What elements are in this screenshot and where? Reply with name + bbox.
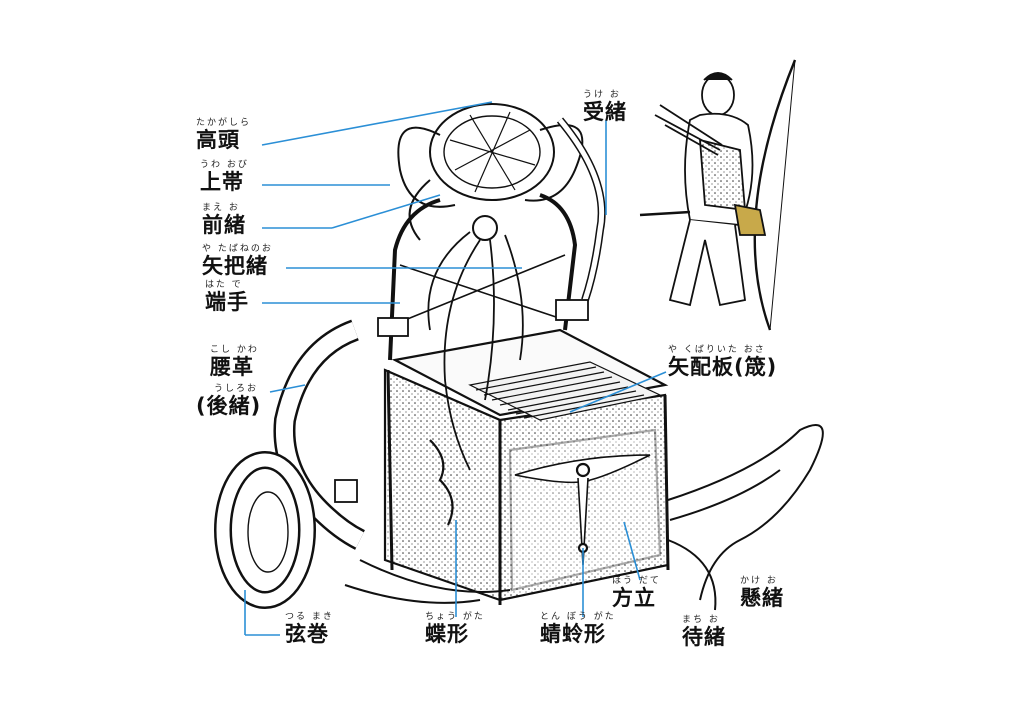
text-yakubariita: 矢配板(筬) bbox=[668, 355, 778, 379]
text-machio: 待緒 bbox=[682, 625, 726, 649]
label-yatabaneno: や たばねのお 矢把緒 bbox=[202, 244, 273, 278]
leader-houdate bbox=[623, 521, 641, 581]
leader-maeo-2 bbox=[331, 194, 441, 229]
ruby-tsurumaki: つる まき bbox=[285, 612, 334, 622]
ruby-ushiroo: うしろお bbox=[214, 384, 259, 394]
text-koshigawa: 腰革 bbox=[210, 355, 254, 379]
leader-koshigawa bbox=[269, 384, 306, 393]
long-cords bbox=[344, 424, 824, 611]
label-tsurumaki: つる まき 弦巻 bbox=[285, 612, 334, 646]
text-houdate: 方立 bbox=[612, 586, 656, 610]
text-chougata: 蝶形 bbox=[425, 622, 469, 646]
archer-figure bbox=[639, 59, 797, 331]
ruby-takagashira: たかがしら bbox=[196, 118, 252, 128]
text-yatabaneno: 矢把緒 bbox=[202, 254, 268, 278]
leader-lines bbox=[244, 101, 667, 636]
text-takagashira: 高頭 bbox=[196, 128, 240, 152]
text-maeo: 前緒 bbox=[202, 213, 246, 237]
label-yakubariita: や くばりいた おさ 矢配板(筬) bbox=[668, 345, 777, 379]
waist-leather bbox=[273, 319, 366, 550]
leader-yakubariita bbox=[569, 371, 667, 413]
ruby-ukeo: うけ お bbox=[583, 90, 621, 100]
text-ushiroo: (後緒) bbox=[196, 394, 262, 418]
text-hatade: 端手 bbox=[205, 290, 249, 314]
label-maeo: まえ お 前緒 bbox=[202, 203, 246, 237]
label-takagashira: たかがしら 高頭 bbox=[196, 118, 251, 152]
ruby-kakeo: かけ お bbox=[740, 576, 778, 586]
ruby-tonbougata: とん ぼう がた bbox=[540, 612, 616, 622]
text-tsurumaki: 弦巻 bbox=[285, 622, 329, 646]
label-ukeo: うけ お 受緒 bbox=[583, 90, 627, 124]
label-chougata: ちょう がた 蝶形 bbox=[425, 612, 485, 646]
ruby-hatade: はた で bbox=[205, 280, 243, 290]
ruby-uwaobi: うわ おび bbox=[200, 160, 249, 170]
label-kakeo: かけ お 懸緒 bbox=[740, 576, 784, 610]
ruby-maeo: まえ お bbox=[202, 203, 240, 213]
label-machio: まち お 待緒 bbox=[682, 615, 726, 649]
text-tonbougata: 蜻蛉形 bbox=[540, 622, 606, 646]
ruby-machio: まち お bbox=[682, 615, 720, 625]
label-hatade: はた で 端手 bbox=[205, 280, 249, 314]
label-uwaobi: うわ おび 上帯 bbox=[200, 160, 249, 194]
ruby-yatabaneno: や たばねのお bbox=[202, 244, 273, 254]
leader-takagashira bbox=[261, 101, 493, 146]
label-houdate: ほう だて 方立 bbox=[612, 576, 661, 610]
ruby-yakubariita: や くばりいた おさ bbox=[668, 345, 766, 355]
ruby-houdate: ほう だて bbox=[612, 576, 661, 586]
text-ukeo: 受緒 bbox=[583, 100, 627, 124]
label-ushiroo: うしろお (後緒) bbox=[196, 384, 261, 418]
label-tonbougata: とん ぼう がた 蜻蛉形 bbox=[540, 612, 616, 646]
string-reel bbox=[214, 451, 316, 609]
back-frame bbox=[377, 103, 606, 471]
text-uwaobi: 上帯 bbox=[200, 170, 244, 194]
label-koshigawa: こし かわ 腰革 bbox=[210, 345, 259, 379]
quiver-box bbox=[383, 328, 670, 605]
text-kakeo: 懸緒 bbox=[740, 586, 784, 610]
ruby-koshigawa: こし かわ bbox=[210, 345, 259, 355]
ruby-chougata: ちょう がた bbox=[425, 612, 485, 622]
